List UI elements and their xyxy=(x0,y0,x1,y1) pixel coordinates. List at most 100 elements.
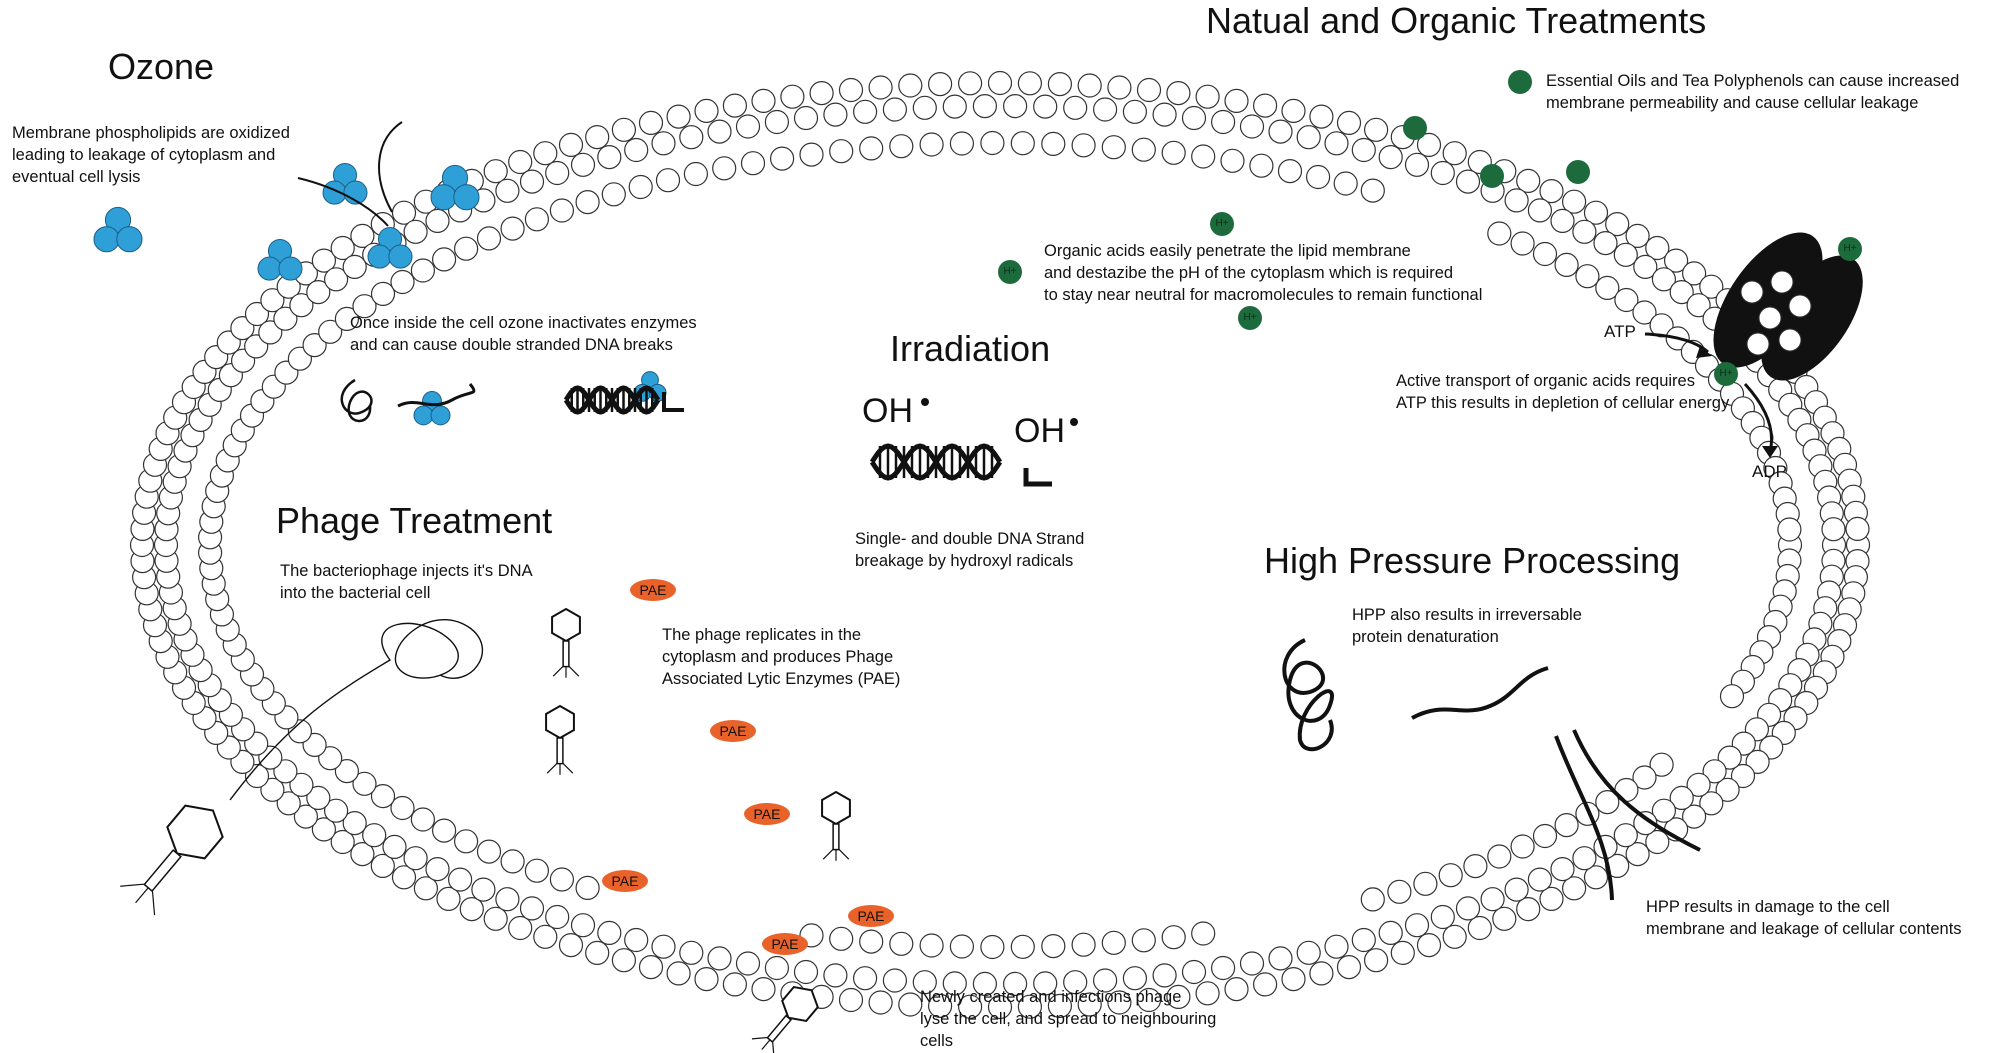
phospholipid xyxy=(859,136,884,161)
phospholipid xyxy=(1077,73,1102,98)
phospholipid xyxy=(382,834,407,860)
phospholipid xyxy=(1554,252,1579,277)
phospholipid xyxy=(244,301,270,327)
phospholipid xyxy=(624,137,649,163)
ozone-atom xyxy=(267,238,293,264)
phospholipid xyxy=(448,867,473,892)
dna-helix xyxy=(869,443,1003,481)
broken-dna-end xyxy=(1023,468,1052,487)
phospholipid xyxy=(1686,293,1711,318)
pointer-line xyxy=(378,121,403,213)
phospholipid xyxy=(1532,241,1558,267)
phospholipid xyxy=(545,904,570,930)
hpp-membrane-note: HPP results in damage to the cell membra… xyxy=(1646,898,1962,938)
phospholipid xyxy=(1336,954,1362,980)
phospholipid xyxy=(585,125,610,150)
phospholipid xyxy=(1281,966,1306,992)
phospholipid xyxy=(735,951,761,976)
phospholipid xyxy=(1561,876,1587,901)
denatured-protein xyxy=(1411,666,1549,720)
phospholipid xyxy=(330,235,355,261)
phospholipid xyxy=(1699,791,1724,816)
phospholipid xyxy=(1224,88,1249,114)
phospholipid xyxy=(1745,749,1770,775)
phospholipid xyxy=(740,151,766,176)
bacteriophage xyxy=(821,790,851,861)
phospholipid xyxy=(1583,865,1609,890)
phospholipid xyxy=(483,159,508,184)
phospholipid xyxy=(1649,752,1674,777)
dna-helix xyxy=(563,385,661,415)
phage-dna xyxy=(229,619,484,801)
phospholipid xyxy=(585,940,610,966)
phospholipid xyxy=(570,913,596,938)
phospholipid xyxy=(273,759,298,784)
phospholipid xyxy=(651,934,676,959)
phospholipid xyxy=(949,934,975,959)
phospholipid xyxy=(293,804,318,829)
phospholipid xyxy=(1702,759,1727,784)
phage-leg xyxy=(546,763,574,775)
phospholipid xyxy=(1413,871,1438,896)
phospholipid xyxy=(289,293,314,318)
phospholipid xyxy=(679,940,704,965)
phospholipid xyxy=(751,976,776,1002)
bacteriophage xyxy=(120,804,224,916)
pae-enzyme: PAE xyxy=(848,905,894,927)
phospholipid xyxy=(1239,114,1265,139)
diagram-decorations xyxy=(93,70,1863,1053)
phospholipid xyxy=(1492,906,1517,931)
phospholipid xyxy=(957,71,983,96)
phospholipid xyxy=(601,182,626,207)
phospholipid xyxy=(1047,993,1073,1019)
phospholipid xyxy=(1131,928,1156,953)
phospholipid xyxy=(508,915,533,941)
pae-enzyme: PAE xyxy=(744,803,790,825)
phospholipid xyxy=(683,161,709,187)
phospholipid xyxy=(1605,212,1630,237)
pae-enzyme: PAE xyxy=(762,933,808,955)
phospholipid xyxy=(1416,132,1442,157)
phospholipid xyxy=(1777,517,1802,542)
phospholipid xyxy=(342,254,367,279)
phospholipid xyxy=(957,994,983,1019)
ozone-atom xyxy=(367,244,392,269)
phospholipid xyxy=(1166,80,1191,106)
phospholipid xyxy=(1017,994,1043,1019)
atp-label: ATP xyxy=(1604,322,1636,341)
phospholipid xyxy=(1669,785,1694,811)
phospholipid xyxy=(780,84,805,109)
phospholipid xyxy=(524,858,550,883)
phospholipid xyxy=(318,319,343,344)
phospholipid xyxy=(1758,306,1782,330)
phospholipid xyxy=(1191,144,1216,169)
phospholipid xyxy=(611,117,637,142)
phospholipid xyxy=(476,839,502,864)
phospholipid xyxy=(1047,71,1073,97)
phospholipid xyxy=(1699,274,1724,299)
phospholipid xyxy=(868,75,893,100)
phospholipid xyxy=(1360,178,1385,203)
phospholipid xyxy=(302,333,327,358)
phospholipid xyxy=(1632,300,1657,325)
phospholipid xyxy=(793,105,819,131)
phospholipid xyxy=(1071,133,1096,158)
phospholipid xyxy=(1360,887,1385,912)
phospholipid xyxy=(1778,328,1802,352)
phospholipid xyxy=(570,152,596,177)
phospholipid xyxy=(942,94,967,119)
ozone-atom xyxy=(278,256,303,281)
phospholipid xyxy=(1220,148,1245,173)
phospholipid xyxy=(1730,763,1756,789)
phospholipid xyxy=(350,841,375,867)
phospholipid xyxy=(1516,896,1541,922)
phospholipid xyxy=(533,141,558,166)
ozone-atom xyxy=(430,405,451,426)
phospholipid xyxy=(1041,131,1066,156)
phospholipid xyxy=(454,236,479,261)
natural-treatments-title: Natual and Organic Treatments xyxy=(1206,0,1707,41)
phospholipid xyxy=(1152,102,1177,127)
phospholipid xyxy=(500,849,525,874)
phospholipid xyxy=(1583,200,1609,225)
phospholipid xyxy=(244,763,270,789)
